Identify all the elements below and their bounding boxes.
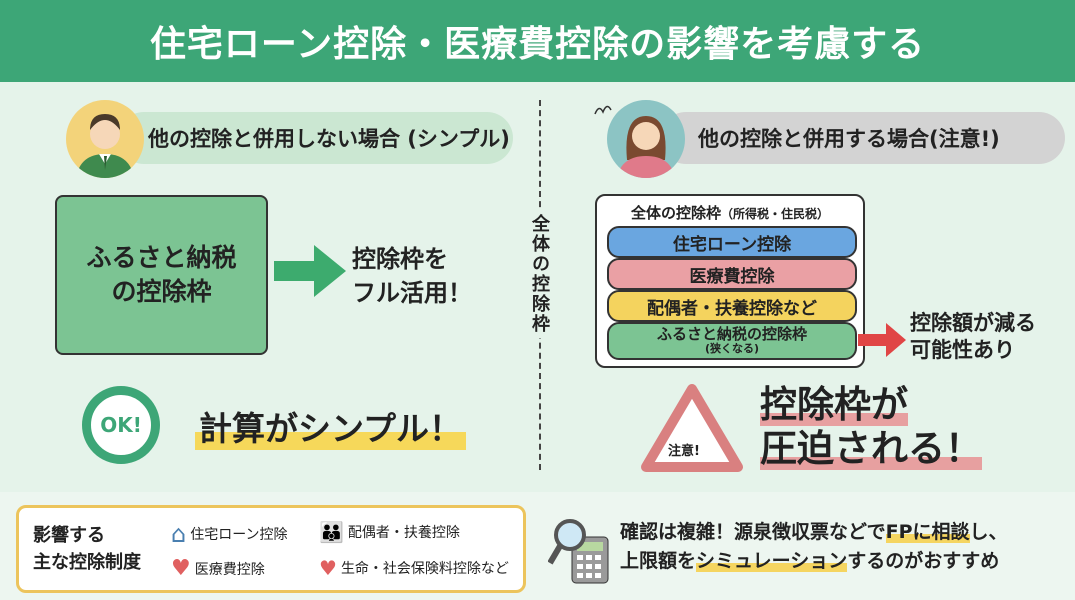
legend-item-housing: ⌂住宅ローン控除 xyxy=(171,520,288,548)
advice-part: し、 xyxy=(969,521,1008,543)
page-title: 住宅ローン控除・医療費控除の影響を考慮する xyxy=(0,0,1075,82)
simple-case-pill: 他の控除と併用しない場合 (シンプル) xyxy=(118,112,513,164)
squeeze-summary: 控除枠が 圧迫される！ xyxy=(760,383,982,472)
layer-housing-loan: 住宅ローン控除 xyxy=(607,226,857,258)
legend-label: 住宅ローン控除 xyxy=(190,527,288,543)
hands-heart-icon: ♥ xyxy=(319,556,337,580)
man-avatar-icon xyxy=(66,100,144,178)
warning-triangle-icon xyxy=(641,384,743,472)
magnifier-calculator-icon xyxy=(548,519,609,584)
heart-cross-icon: ♥ xyxy=(171,556,191,581)
woman-avatar-icon xyxy=(607,100,685,178)
layer-sub: (狭くなる) xyxy=(704,342,760,356)
layer-label: 医療費控除 xyxy=(689,266,775,287)
legend-label: 生命・社会保険料控除など xyxy=(340,561,509,577)
total-deduction-box: 全体の控除枠（所得税・住民税） 住宅ローン控除 医療費控除 配偶者・扶養控除など… xyxy=(595,194,865,368)
legend-item-medical: ♥医療費控除 xyxy=(171,556,265,581)
box-title: 全体の控除枠（所得税・住民税） xyxy=(597,202,863,223)
layer-label: 住宅ローン控除 xyxy=(672,234,792,255)
legend-label: 医療費控除 xyxy=(194,561,265,578)
result-line: 控除枠を xyxy=(352,245,448,273)
box-title-note: （所得税・住民税） xyxy=(721,207,830,221)
worry-scribble-icon xyxy=(594,105,612,115)
red-arrow-icon xyxy=(858,323,906,357)
ok-badge: OK! xyxy=(82,386,160,464)
layer-label: 配偶者・扶養控除など xyxy=(647,298,817,319)
furusato-box: ふるさと納税 の控除枠 xyxy=(55,195,268,355)
summary-line: 控除枠が xyxy=(760,383,908,426)
advice-text: 確認は複雑！源泉徴収票などでFPに相談し、 上限額をシミュレーションするのがおす… xyxy=(620,518,1008,577)
simple-summary: 計算がシンプル！ xyxy=(195,402,467,450)
layer-spouse: 配偶者・扶養控除など xyxy=(607,290,857,322)
advice-highlight: シミュレーション xyxy=(696,550,848,573)
house-icon: ⌂ xyxy=(171,520,187,548)
legend-label: 配偶者・扶養控除 xyxy=(347,525,460,541)
legend-title-line: 影響する xyxy=(33,525,105,546)
arrow-right-icon xyxy=(274,245,346,297)
legend-title: 影響する 主な控除制度 xyxy=(33,522,141,576)
family-icon: 👪 xyxy=(319,520,344,544)
legend-title-line: 主な控除制度 xyxy=(33,552,141,573)
layer-medical: 医療費控除 xyxy=(607,258,857,290)
summary-line: 圧迫される！ xyxy=(760,427,982,471)
result-line: 可能性あり xyxy=(910,338,1015,363)
box-title-text: 全体の控除枠 xyxy=(630,204,721,222)
advice-part: 上限額を xyxy=(620,550,697,573)
advice-part: するのがおすすめ xyxy=(847,550,1000,573)
legend-item-insurance: ♥生命・社会保険料控除など xyxy=(319,556,509,580)
result-line: フル活用！ xyxy=(352,278,472,307)
combined-case-pill: 他の控除と併用する場合(注意!) xyxy=(660,112,1065,164)
full-use-text: 控除枠を フル活用！ xyxy=(352,243,472,310)
furusato-box-line: の控除枠 xyxy=(111,277,212,306)
layer-label: ふるさと納税の控除枠 xyxy=(656,325,807,344)
layer-furusato: ふるさと納税の控除枠(狭くなる) xyxy=(607,322,857,360)
advice-part: 確認は複雑！源泉徴収票などで xyxy=(620,521,886,543)
warning-badge: 注意! xyxy=(668,444,700,459)
advice-highlight: FPに相談 xyxy=(885,521,970,543)
result-line: 控除額が減る xyxy=(910,311,1036,335)
divider-label: 全体の控除枠 xyxy=(528,210,552,338)
deduction-legend: 影響する 主な控除制度 ⌂住宅ローン控除 ♥医療費控除 👪配偶者・扶養控除 ♥生… xyxy=(16,505,526,593)
legend-item-spouse: 👪配偶者・扶養控除 xyxy=(319,520,460,544)
reduce-text: 控除額が減る 可能性あり xyxy=(910,310,1036,365)
furusato-box-line: ふるさと納税 xyxy=(86,243,237,273)
